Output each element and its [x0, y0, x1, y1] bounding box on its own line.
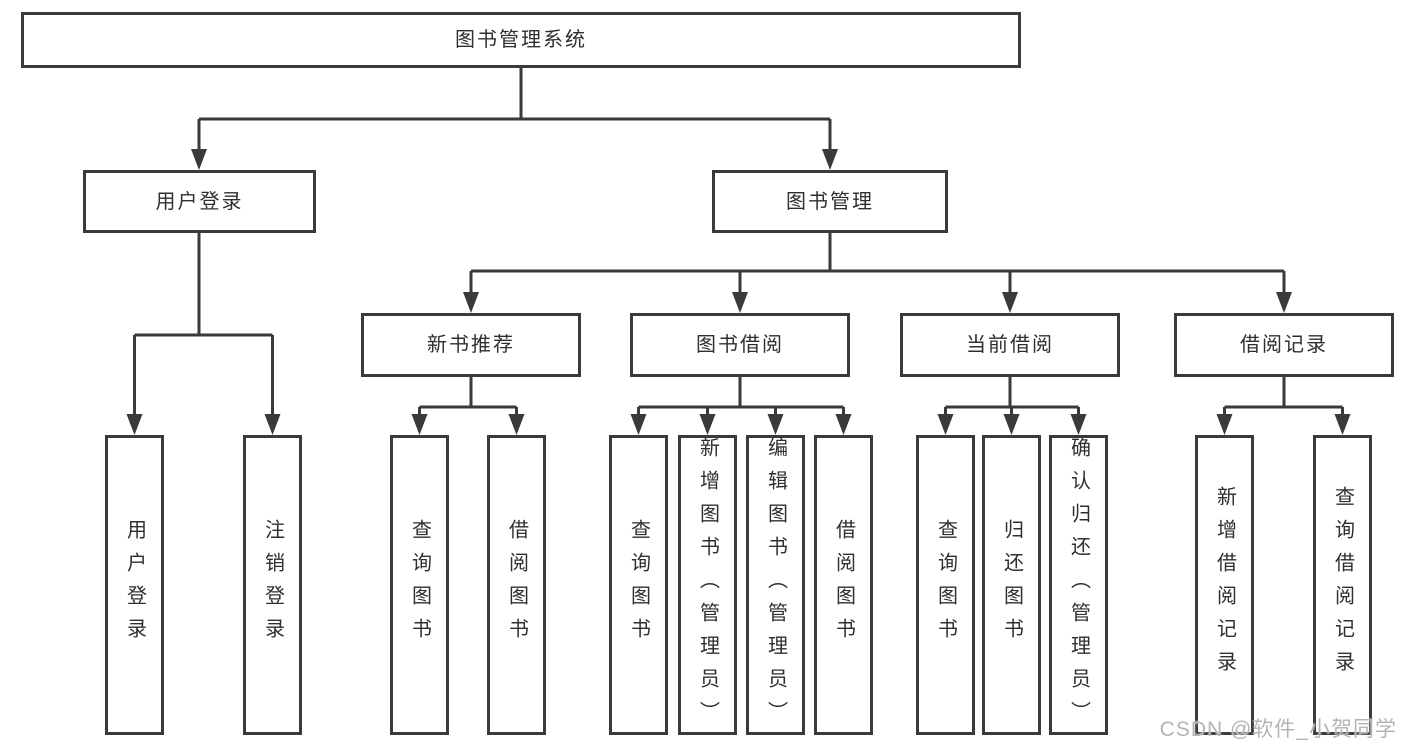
- leaf-edit-books-admin-label: 编辑图书（管理员）: [764, 436, 787, 734]
- leaf-user-login-label: 用户登录: [123, 519, 146, 651]
- leaf-user-login: 用户登录: [105, 435, 164, 735]
- leaf-recommend-borrow-books: 借阅图书: [487, 435, 546, 735]
- csdn-watermark: CSDN @软件_小贺同学: [1159, 718, 1397, 741]
- node-user-login: 用户登录: [83, 170, 316, 233]
- node-new-book-recommend: 新书推荐: [361, 313, 581, 377]
- node-book-management-label: 图书管理: [786, 190, 874, 213]
- leaf-query-borrow-record-label: 查询借阅记录: [1331, 486, 1354, 684]
- leaf-return-books: 归还图书: [982, 435, 1041, 735]
- leaf-confirm-return-admin-label: 确认归还（管理员）: [1067, 436, 1090, 734]
- leaf-add-borrow-record-label: 新增借阅记录: [1213, 486, 1236, 684]
- leaf-borrow-query-books: 查询图书: [609, 435, 668, 735]
- leaf-edit-books-admin: 编辑图书（管理员）: [746, 435, 805, 735]
- leaf-borrow-books: 借阅图书: [814, 435, 873, 735]
- node-new-book-recommend-label: 新书推荐: [427, 334, 515, 356]
- leaf-add-books-admin-label: 新增图书（管理员）: [696, 436, 719, 734]
- node-current-borrow-label: 当前借阅: [966, 334, 1054, 356]
- leaf-recommend-query-books: 查询图书: [390, 435, 449, 735]
- node-book-management: 图书管理: [712, 170, 948, 233]
- leaf-logout-login-label: 注销登录: [261, 519, 284, 651]
- node-root-label: 图书管理系统: [455, 29, 587, 51]
- node-borrow-records-label: 借阅记录: [1240, 334, 1328, 356]
- leaf-borrow-query-books-label: 查询图书: [627, 519, 650, 651]
- node-borrow-records: 借阅记录: [1174, 313, 1394, 377]
- leaf-return-books-label: 归还图书: [1000, 519, 1023, 651]
- node-book-borrow: 图书借阅: [630, 313, 850, 377]
- leaf-logout-login: 注销登录: [243, 435, 302, 735]
- leaf-recommend-borrow-books-label: 借阅图书: [505, 519, 528, 651]
- leaf-add-books-admin: 新增图书（管理员）: [678, 435, 737, 735]
- node-current-borrow: 当前借阅: [900, 313, 1120, 377]
- leaf-current-query-books-label: 查询图书: [934, 519, 957, 651]
- leaf-confirm-return-admin: 确认归还（管理员）: [1049, 435, 1108, 735]
- leaf-current-query-books: 查询图书: [916, 435, 975, 735]
- node-root: 图书管理系统: [21, 12, 1021, 68]
- arrowheads: [126, 149, 1351, 435]
- node-user-login-label: 用户登录: [155, 190, 244, 213]
- leaf-recommend-query-books-label: 查询图书: [408, 519, 431, 651]
- leaf-add-borrow-record: 新增借阅记录: [1195, 435, 1254, 735]
- leaf-query-borrow-record: 查询借阅记录: [1313, 435, 1372, 735]
- node-book-borrow-label: 图书借阅: [696, 334, 784, 356]
- leaf-borrow-books-label: 借阅图书: [832, 519, 855, 651]
